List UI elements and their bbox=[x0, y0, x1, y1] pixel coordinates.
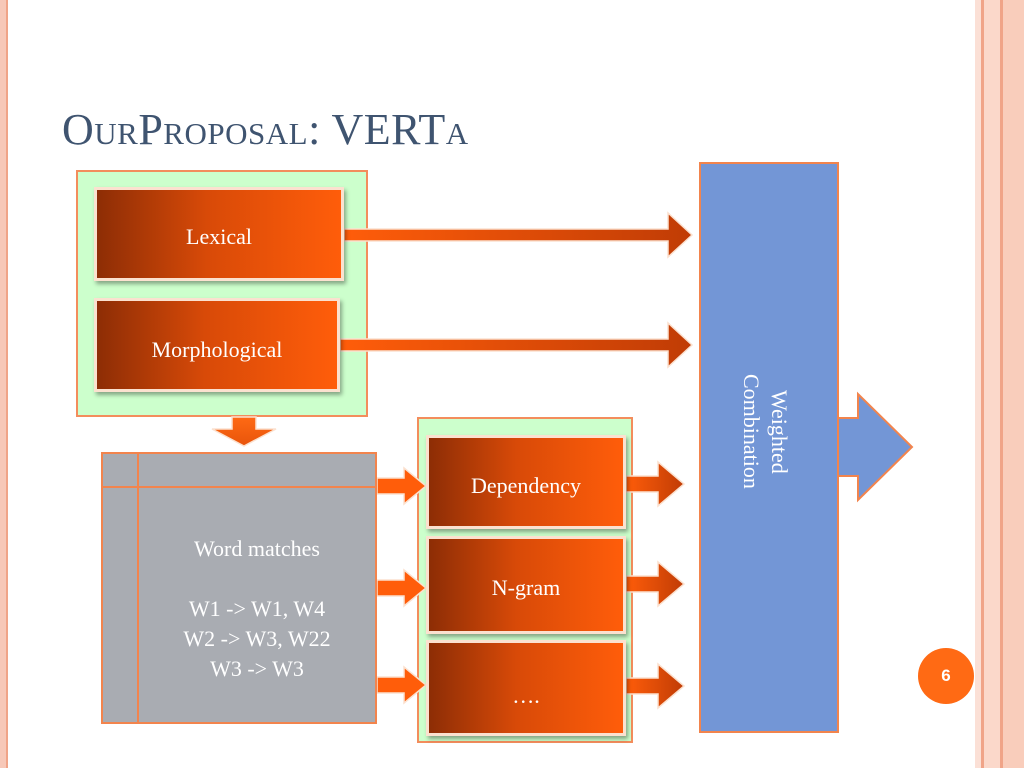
arrow-lexical-to-combination bbox=[343, 211, 694, 259]
page-number-badge: 6 bbox=[918, 648, 974, 704]
arrow-matches-to-more bbox=[376, 665, 428, 705]
word-match-line-1: W1 -> W1, W4 bbox=[188, 596, 326, 621]
dependency-label: Dependency bbox=[471, 473, 581, 498]
word-matches-title: Word matches bbox=[194, 536, 320, 561]
panel-horizontal-divider bbox=[103, 486, 375, 488]
right-border-stripes bbox=[975, 0, 1024, 768]
lexical-box: Lexical bbox=[94, 187, 344, 281]
weighted-line-2: Combination bbox=[739, 374, 764, 489]
lexical-label: Lexical bbox=[186, 224, 252, 249]
arrow-more-to-combination bbox=[625, 662, 686, 710]
word-matches-text: Word matches W1 -> W1, W4 W2 -> W3, W22 … bbox=[141, 534, 373, 684]
weighted-line-1: Weighted bbox=[767, 389, 792, 474]
word-match-line-3: W3 -> W3 bbox=[210, 656, 304, 681]
slide-title: OurProposal: VERTa bbox=[62, 105, 469, 154]
weighted-combination-label: Weighted Combination bbox=[737, 374, 793, 489]
ngram-label: N-gram bbox=[491, 575, 561, 600]
arrow-combination-output bbox=[837, 391, 914, 503]
dependency-box: Dependency bbox=[426, 435, 626, 529]
morphological-box: Morphological bbox=[94, 298, 340, 392]
arrow-matches-to-ngram bbox=[376, 568, 428, 608]
page-number: 6 bbox=[941, 666, 951, 685]
word-match-line-2: W2 -> W3, W22 bbox=[183, 626, 331, 651]
arrow-morph-to-combination bbox=[339, 321, 694, 369]
arrow-group-to-word-matches bbox=[211, 416, 277, 447]
more-box: …. bbox=[426, 640, 626, 736]
morphological-label: Morphological bbox=[151, 337, 283, 362]
arrow-ngram-to-combination bbox=[625, 560, 686, 608]
more-label: …. bbox=[512, 683, 540, 708]
left-border-stripe bbox=[0, 0, 8, 768]
word-matches-panel: Word matches W1 -> W1, W4 W2 -> W3, W22 … bbox=[101, 452, 377, 724]
arrow-matches-to-dependency bbox=[376, 466, 428, 506]
panel-vertical-divider bbox=[137, 454, 139, 722]
ngram-box: N-gram bbox=[426, 536, 626, 634]
arrow-dependency-to-combination bbox=[625, 460, 686, 508]
